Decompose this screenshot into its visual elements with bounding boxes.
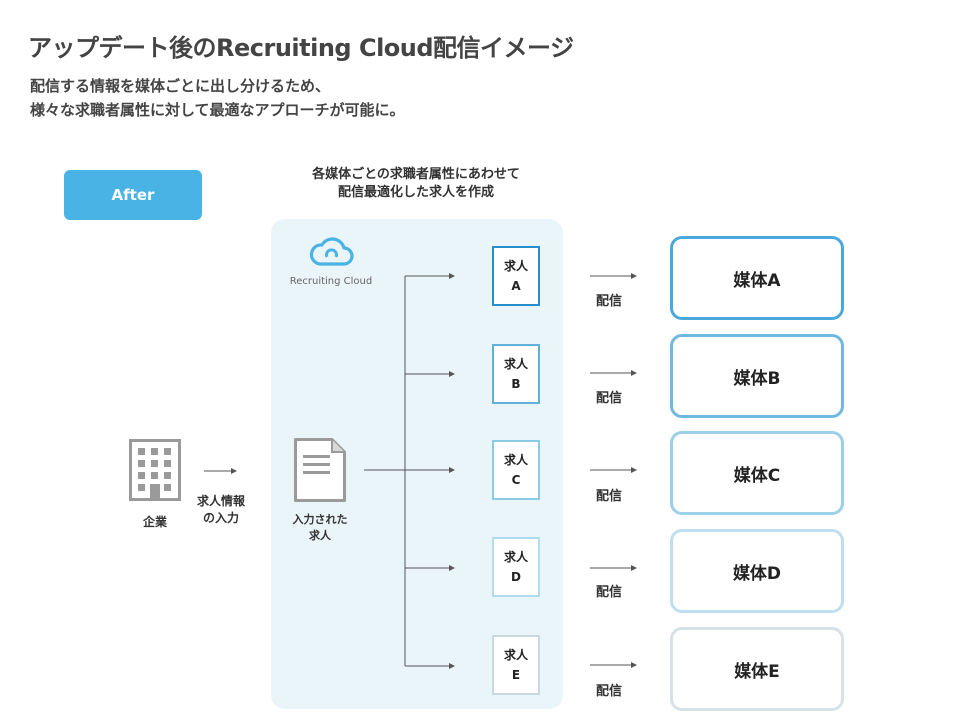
- job-c-line-1: 求人: [503, 453, 528, 467]
- input-label-line-1: 求人情報: [196, 494, 245, 508]
- media-box-a: 媒体A: [670, 236, 844, 320]
- job-c-line-2: C: [511, 473, 521, 487]
- job-card-b: 求人 B: [492, 344, 540, 404]
- building-icon: [129, 439, 181, 501]
- recruiting-cloud-logo: Recruiting Cloud: [286, 236, 376, 287]
- panel-caption-line-2: 配信最適化した求人を作成: [337, 185, 494, 200]
- input-doc-label-line-1: 入力された: [292, 513, 348, 526]
- input-label: 求人情報 の入力: [186, 493, 256, 527]
- logo-text: Recruiting Cloud: [289, 276, 373, 287]
- job-card-e: 求人 E: [492, 635, 540, 695]
- job-b-line-1: 求人: [503, 357, 528, 371]
- media-box-b: 媒体B: [670, 334, 844, 418]
- page-title: アップデート後のRecruiting Cloud配信イメージ: [28, 34, 574, 62]
- document-icon: [294, 438, 346, 502]
- job-card-a: 求人 A: [492, 246, 540, 306]
- delivery-label-a: 配信: [596, 294, 623, 309]
- delivery-label-d: 配信: [596, 585, 623, 600]
- job-d-line-2: D: [511, 570, 521, 584]
- delivery-label-e: 配信: [596, 684, 623, 699]
- job-b-line-2: B: [511, 377, 521, 391]
- panel-caption-line-1: 各媒体ごとの求職者属性にあわせて: [312, 167, 520, 182]
- media-box-d: 媒体D: [670, 529, 844, 613]
- cloud-icon: [309, 237, 354, 266]
- job-card-d: 求人 D: [492, 537, 540, 597]
- subtitle-line-2: 様々な求職者属性に対して最適なアプローチが可能に。: [30, 101, 405, 119]
- job-d-line-1: 求人: [503, 550, 528, 564]
- company-label: 企業: [142, 515, 167, 529]
- job-card-c: 求人 C: [492, 440, 540, 500]
- job-a-line-1: 求人: [503, 259, 528, 273]
- subtitle-line-1: 配信する情報を媒体ごとに出し分けるため、: [30, 77, 331, 95]
- delivery-label-c: 配信: [596, 489, 623, 504]
- job-e-line-2: E: [511, 668, 521, 682]
- input-label-line-2: の入力: [202, 511, 239, 525]
- job-e-line-1: 求人: [503, 648, 528, 662]
- media-box-e: 媒体E: [670, 627, 844, 711]
- input-doc-label: 入力された 求人: [280, 512, 360, 544]
- panel-caption: 各媒体ごとの求職者属性にあわせて 配信最適化した求人を作成: [270, 166, 562, 202]
- delivery-label-b: 配信: [596, 391, 623, 406]
- job-a-line-2: A: [511, 279, 521, 293]
- media-box-c: 媒体C: [670, 431, 844, 515]
- input-doc-label-line-2: 求人: [309, 529, 331, 542]
- page-subtitle: 配信する情報を媒体ごとに出し分けるため、 様々な求職者属性に対して最適なアプロー…: [30, 74, 405, 122]
- after-badge: After: [64, 170, 202, 220]
